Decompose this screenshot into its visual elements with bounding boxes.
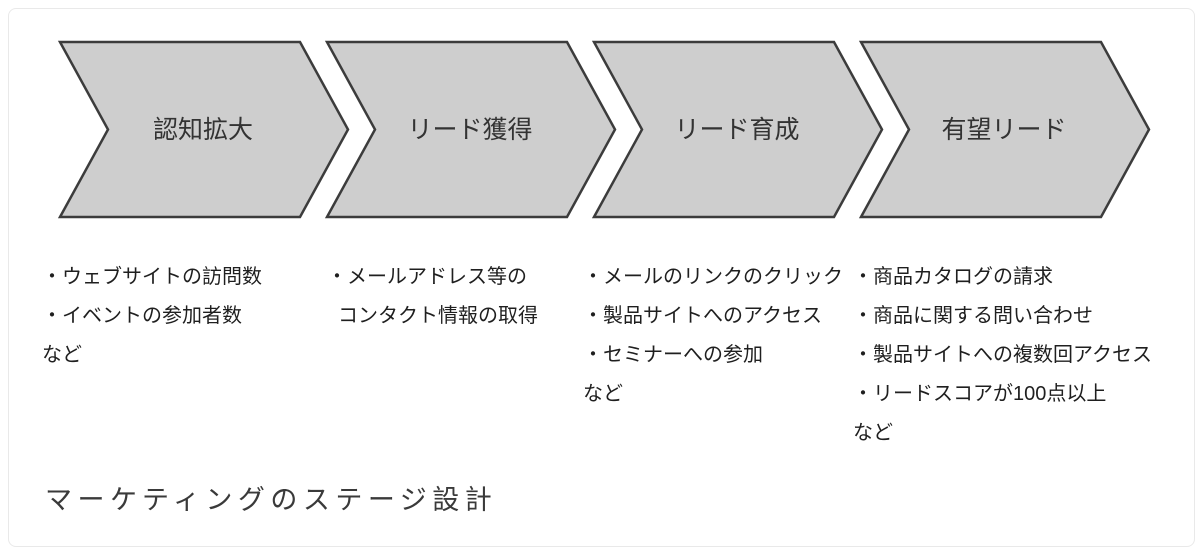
chevron-arrow-shape <box>57 40 350 219</box>
note-line: など <box>853 422 893 444</box>
diagram-caption: マーケティングのステージ設計 <box>45 485 498 515</box>
note-line: ・メールのリンクのクリック <box>583 266 843 288</box>
stage-chevron-band: 認知拡大 リード獲得 リード育成 有望リード <box>57 40 1151 219</box>
note-line: など <box>583 383 623 405</box>
note-line: など <box>42 344 82 366</box>
note-line: ・製品サイトへのアクセス <box>583 305 822 327</box>
note-line: ・商品カタログの請求 <box>853 266 1053 288</box>
note-line: ・商品に関する問い合わせ <box>853 305 1093 327</box>
stage-notes-qualified-lead: ・商品カタログの請求 ・商品に関する問い合わせ ・製品サイトへの複数回アクセス … <box>853 258 1152 453</box>
note-line: ・リードスコアが100点以上 <box>853 383 1107 405</box>
stage-notes-awareness: ・ウェブサイトの訪問数 ・イベントの参加者数 など <box>42 258 262 375</box>
stage-label: リード育成 <box>674 116 799 144</box>
stage-label: リード獲得 <box>407 116 532 144</box>
stage-chevron-qualified-lead: 有望リード <box>858 40 1151 219</box>
stage-chevron-awareness: 認知拡大 <box>57 40 350 219</box>
stage-notes-lead-nurturing: ・メールのリンクのクリック ・製品サイトへのアクセス ・セミナーへの参加 など <box>583 258 843 414</box>
chevron-arrow-shape <box>858 40 1151 219</box>
stage-chevron-lead-nurturing: リード育成 <box>591 40 884 219</box>
chevron-arrow-shape <box>324 40 617 219</box>
note-line: ・メールアドレス等の <box>327 266 527 288</box>
chevron-arrow-shape <box>591 40 884 219</box>
note-line: コンタクト情報の取得 <box>338 305 538 327</box>
stage-chevron-lead-generation: リード獲得 <box>324 40 617 219</box>
note-line: ・製品サイトへの複数回アクセス <box>853 344 1152 366</box>
stage-notes-lead-generation: ・メールアドレス等の コンタクト情報の取得 <box>327 258 538 336</box>
stage-label: 有望リード <box>941 116 1066 144</box>
note-line: ・イベントの参加者数 <box>42 305 242 327</box>
stage-label: 認知拡大 <box>153 116 253 144</box>
note-line: ・セミナーへの参加 <box>583 344 763 366</box>
note-line: ・ウェブサイトの訪問数 <box>42 266 262 288</box>
